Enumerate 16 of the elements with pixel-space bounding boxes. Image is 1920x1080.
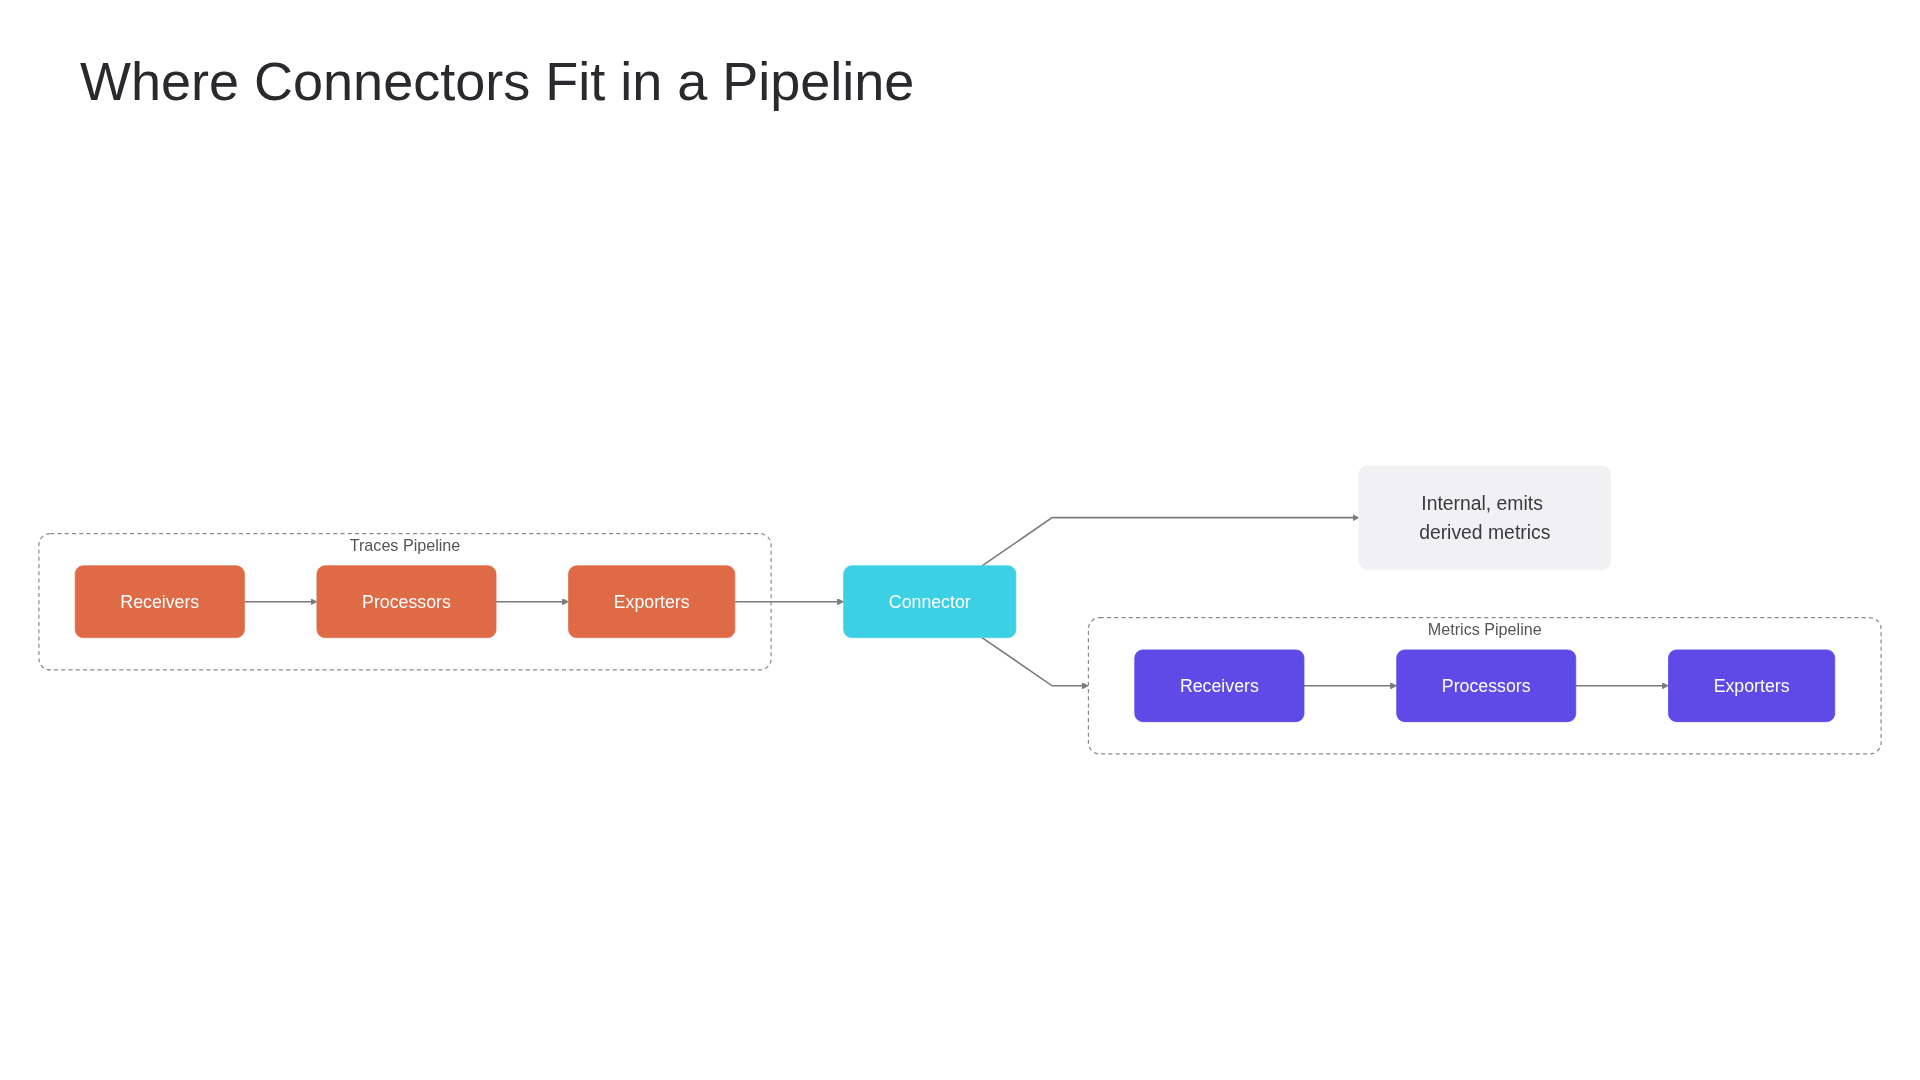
node-box: Internal, emits derived metrics (1358, 465, 1611, 570)
diagram-title: Where Connectors Fit in a Pipeline (80, 50, 915, 112)
node-box: Processors (1396, 649, 1577, 723)
arrow (734, 598, 844, 606)
arrow (495, 598, 569, 606)
node-box: Processors (316, 565, 497, 639)
arrow (243, 598, 318, 606)
arrow (1574, 682, 1669, 690)
node-box: Receivers (1134, 649, 1305, 723)
arrow (1303, 682, 1398, 690)
node-box: Exporters (568, 565, 736, 639)
arrow (981, 636, 1089, 690)
node-box: Exporters (1668, 649, 1836, 723)
node-box: Receivers (74, 565, 245, 639)
node-box: Connector (843, 565, 1017, 639)
arrow (981, 514, 1360, 567)
